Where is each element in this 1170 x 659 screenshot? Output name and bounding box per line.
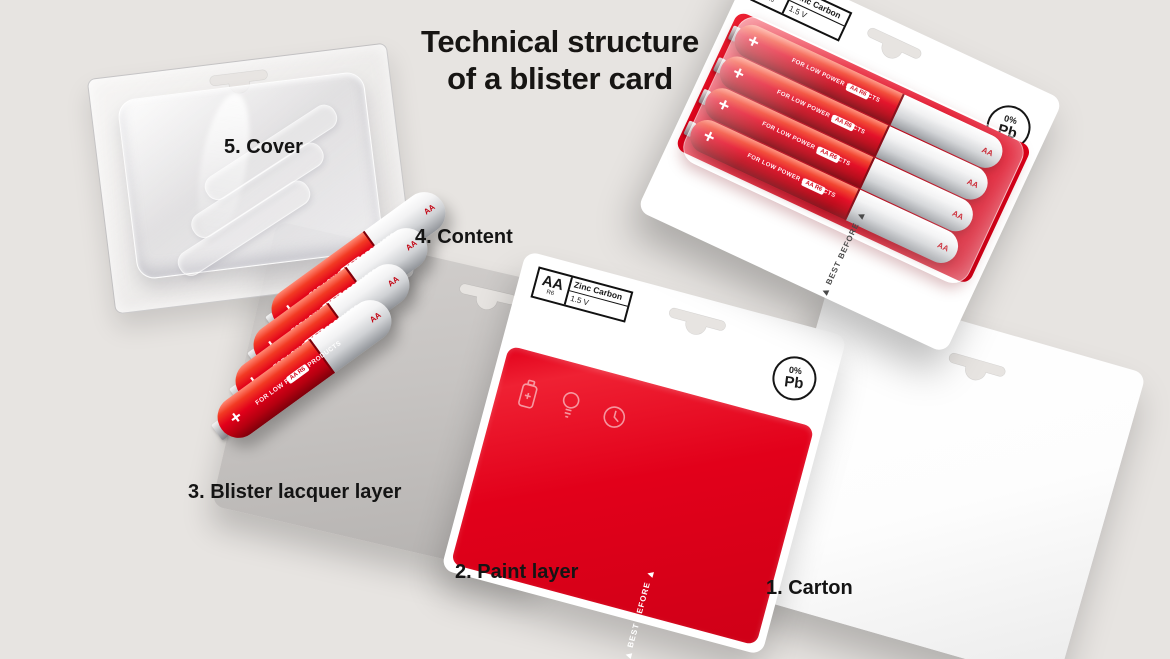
label-cover: 5. Cover	[224, 136, 303, 158]
euro-hole	[668, 307, 726, 335]
arrow-up-icon	[646, 570, 654, 578]
clock-icon	[603, 406, 626, 428]
euro-hole	[867, 27, 922, 59]
blister-dome	[677, 11, 1030, 289]
blister-cover	[86, 42, 416, 315]
arrow-up-icon	[624, 651, 632, 659]
label-blister-lacquer-layer: 3. Blister lacquer layer	[188, 481, 402, 503]
label-content: 4. Content	[415, 226, 513, 248]
arrow-up-icon	[820, 287, 829, 296]
finished-blister-pack: AA R6 Zinc Carbon 1.5 V 0% Pb + FOR LOW …	[636, 0, 1064, 354]
label-carton: 1. Carton	[766, 577, 853, 599]
best-before-mark: BEST BEFORE	[623, 570, 655, 659]
pb-free-icon: 0% Pb	[769, 353, 819, 403]
euro-hole	[948, 352, 1006, 381]
carton	[739, 282, 1147, 659]
spec-table: AA R6 Zinc Carbon 1.5 V	[530, 266, 634, 323]
battery-size: R6	[545, 289, 555, 298]
label-paint-layer: 2. Paint layer	[455, 561, 579, 583]
bulb-icon	[562, 392, 580, 418]
title-line-1: Technical structure	[421, 24, 699, 59]
paint-red-area: BEST BEFORE	[450, 345, 815, 659]
arrow-up-icon	[856, 211, 865, 220]
title-line-2: of a blister card	[447, 60, 673, 96]
paint-layer: AA R6 Zinc Carbon 1.5 V 0% Pb	[440, 250, 848, 659]
product-icons	[514, 376, 632, 436]
page-title: Technical structure of a blister card	[400, 24, 720, 97]
battery-size: R6	[765, 0, 775, 5]
best-before-text: BEST BEFORE	[625, 580, 653, 649]
battery-icon	[518, 379, 538, 409]
spec-table-detail-cell: Zinc Carbon 1.5 V	[566, 277, 631, 321]
